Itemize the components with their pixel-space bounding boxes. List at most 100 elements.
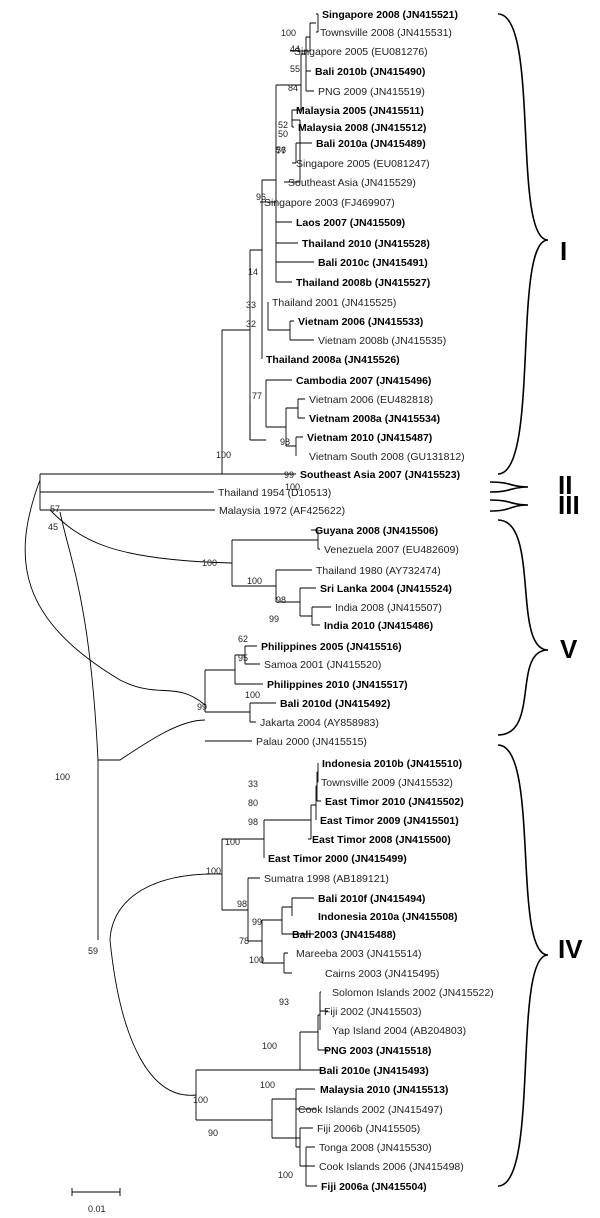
tree-branch xyxy=(299,1031,320,1071)
leaf-label: Guyana 2008 (JN415506) xyxy=(315,525,438,537)
leaf-label: Bali 2003 (JN415488) xyxy=(292,929,396,941)
leaf-label: Malaysia 2005 (JN415511) xyxy=(296,105,424,117)
leaf-label: Bali 2010a (JN415489) xyxy=(316,138,426,150)
bootstrap-value: 99 xyxy=(197,702,207,712)
tree-branch xyxy=(283,952,292,974)
leaf-label: Thailand 2008b (JN415527) xyxy=(296,277,430,289)
bootstrap-value: 77 xyxy=(276,146,286,156)
tree-branch xyxy=(221,329,296,475)
leaf-label: PNG 2003 (JN415518) xyxy=(324,1045,431,1057)
tree-branch xyxy=(261,919,284,964)
leaf-label: Jakarta 2004 (AY858983) xyxy=(260,717,379,729)
leaf-label: PNG 2009 (JN415519) xyxy=(318,86,425,98)
leaf-label: Thailand 2001 (JN415525) xyxy=(272,297,396,309)
scale-bar-label: 0.01 xyxy=(88,1204,106,1214)
tree-branch xyxy=(305,1146,317,1187)
bootstrap-value: 100 xyxy=(216,450,231,460)
tree-branch xyxy=(299,587,316,617)
bootstrap-values: 1004455845250775696143332100779899100574… xyxy=(48,28,300,1180)
bootstrap-value: 62 xyxy=(238,634,248,644)
tree-branch xyxy=(109,939,197,1096)
tree-branch xyxy=(260,84,301,223)
tree-branch xyxy=(316,13,319,33)
leaf-label: India 2010 (JN415486) xyxy=(324,620,433,632)
bootstrap-value: 100 xyxy=(206,866,221,876)
tree-branch xyxy=(271,1098,300,1139)
scale-bar: 0.01 xyxy=(71,1188,121,1214)
tree-branch xyxy=(231,539,318,587)
tree-branch xyxy=(49,509,233,564)
bootstrap-value: 100 xyxy=(278,1170,293,1180)
tree-branch xyxy=(300,53,306,110)
leaf-label: Bali 2010b (JN415490) xyxy=(315,66,425,78)
leaf-label: Cook Islands 2002 (JN415497) xyxy=(298,1104,443,1116)
bootstrap-value: 57 xyxy=(50,504,60,514)
leaf-label: Townsville 2008 (JN415531) xyxy=(320,27,452,39)
tree-branch xyxy=(291,897,314,916)
bootstrap-value: 100 xyxy=(262,1041,277,1051)
leaf-label: Vietnam 2006 (EU482818) xyxy=(309,394,433,406)
leaf-label: Philippines 2010 (JN415517) xyxy=(267,679,408,691)
tree-branch xyxy=(261,179,276,312)
leaf-label: Fiji 2006a (JN415504) xyxy=(321,1181,427,1193)
bootstrap-value: 52 xyxy=(278,120,288,130)
leaf-label: Singapore 2005 (EU081247) xyxy=(296,158,430,170)
bootstrap-value: 80 xyxy=(248,798,258,808)
leaf-label: Vietnam 2006 (JN415533) xyxy=(298,316,423,328)
bootstrap-value: 100 xyxy=(247,576,262,586)
tree-branch xyxy=(249,403,266,441)
tree-branch xyxy=(109,873,223,941)
leaf-label: East Timor 2000 (JN415499) xyxy=(268,853,407,865)
leaf-label: Indonesia 2010b (JN415510) xyxy=(322,758,462,770)
tree-branch xyxy=(284,119,301,183)
bootstrap-value: 33 xyxy=(248,779,258,789)
leaf-label: Sumatra 1998 (AB189121) xyxy=(264,873,389,885)
bootstrap-value: 45 xyxy=(48,522,58,532)
leaf-label: Cook Islands 2006 (JN415498) xyxy=(319,1161,464,1173)
bootstrap-value: 78 xyxy=(239,936,249,946)
bootstrap-value: 33 xyxy=(246,300,256,310)
tree-branch xyxy=(305,71,314,92)
group-brace xyxy=(489,481,529,493)
leaf-label: Vietnam 2008a (JN415534) xyxy=(309,413,440,425)
leaf-label: Cambodia 2007 (JN415496) xyxy=(296,375,431,387)
group-label: I xyxy=(560,236,567,266)
leaf-label: Vietnam 2008b (JN415535) xyxy=(318,335,446,347)
tree-branch xyxy=(275,222,314,283)
bootstrap-value: 98 xyxy=(248,817,258,827)
bootstrap-value: 99 xyxy=(269,614,279,624)
tree-branch xyxy=(265,379,292,428)
leaf-label: Indonesia 2010a (JN415508) xyxy=(318,911,458,923)
leaf-label: Tonga 2008 (JN415530) xyxy=(319,1142,432,1154)
group-braces xyxy=(489,13,549,1187)
leaf-label: Fiji 2002 (JN415503) xyxy=(324,1006,421,1018)
bootstrap-value: 56 xyxy=(276,145,286,155)
leaf-label: East Timor 2010 (JN415502) xyxy=(325,796,464,808)
tree-branch xyxy=(289,320,314,341)
bootstrap-value: 98 xyxy=(276,595,286,605)
leaf-label: India 2008 (JN415507) xyxy=(335,602,442,614)
tree-branch xyxy=(311,529,320,550)
bootstrap-value: 100 xyxy=(225,837,240,847)
leaf-label: Bali 2010f (JN415494) xyxy=(318,893,425,905)
tree-branch xyxy=(39,474,215,511)
bootstrap-value: 99 xyxy=(252,917,262,927)
leaf-label: Samoa 2001 (JN415520) xyxy=(264,659,381,671)
tree-branch xyxy=(308,804,316,840)
tree-branches xyxy=(24,13,331,1187)
bootstrap-value: 84 xyxy=(288,83,298,93)
leaf-label: Fiji 2006b (JN415505) xyxy=(317,1123,420,1135)
leaf-label: Malaysia 2008 (JN415512) xyxy=(298,122,426,134)
bootstrap-value: 55 xyxy=(290,64,300,74)
leaf-label: Vietnam South 2008 (GU131812) xyxy=(309,451,465,463)
bootstrap-value: 32 xyxy=(246,319,256,329)
tree-branch xyxy=(247,877,262,942)
tree-branch xyxy=(221,838,264,911)
leaf-label: Singapore 2005 (EU081276) xyxy=(294,46,428,58)
bootstrap-value: 100 xyxy=(193,1095,208,1105)
bootstrap-value: 59 xyxy=(88,946,98,956)
leaf-label: Bali 2010d (JN415492) xyxy=(280,698,390,710)
tree-branch xyxy=(292,142,312,164)
